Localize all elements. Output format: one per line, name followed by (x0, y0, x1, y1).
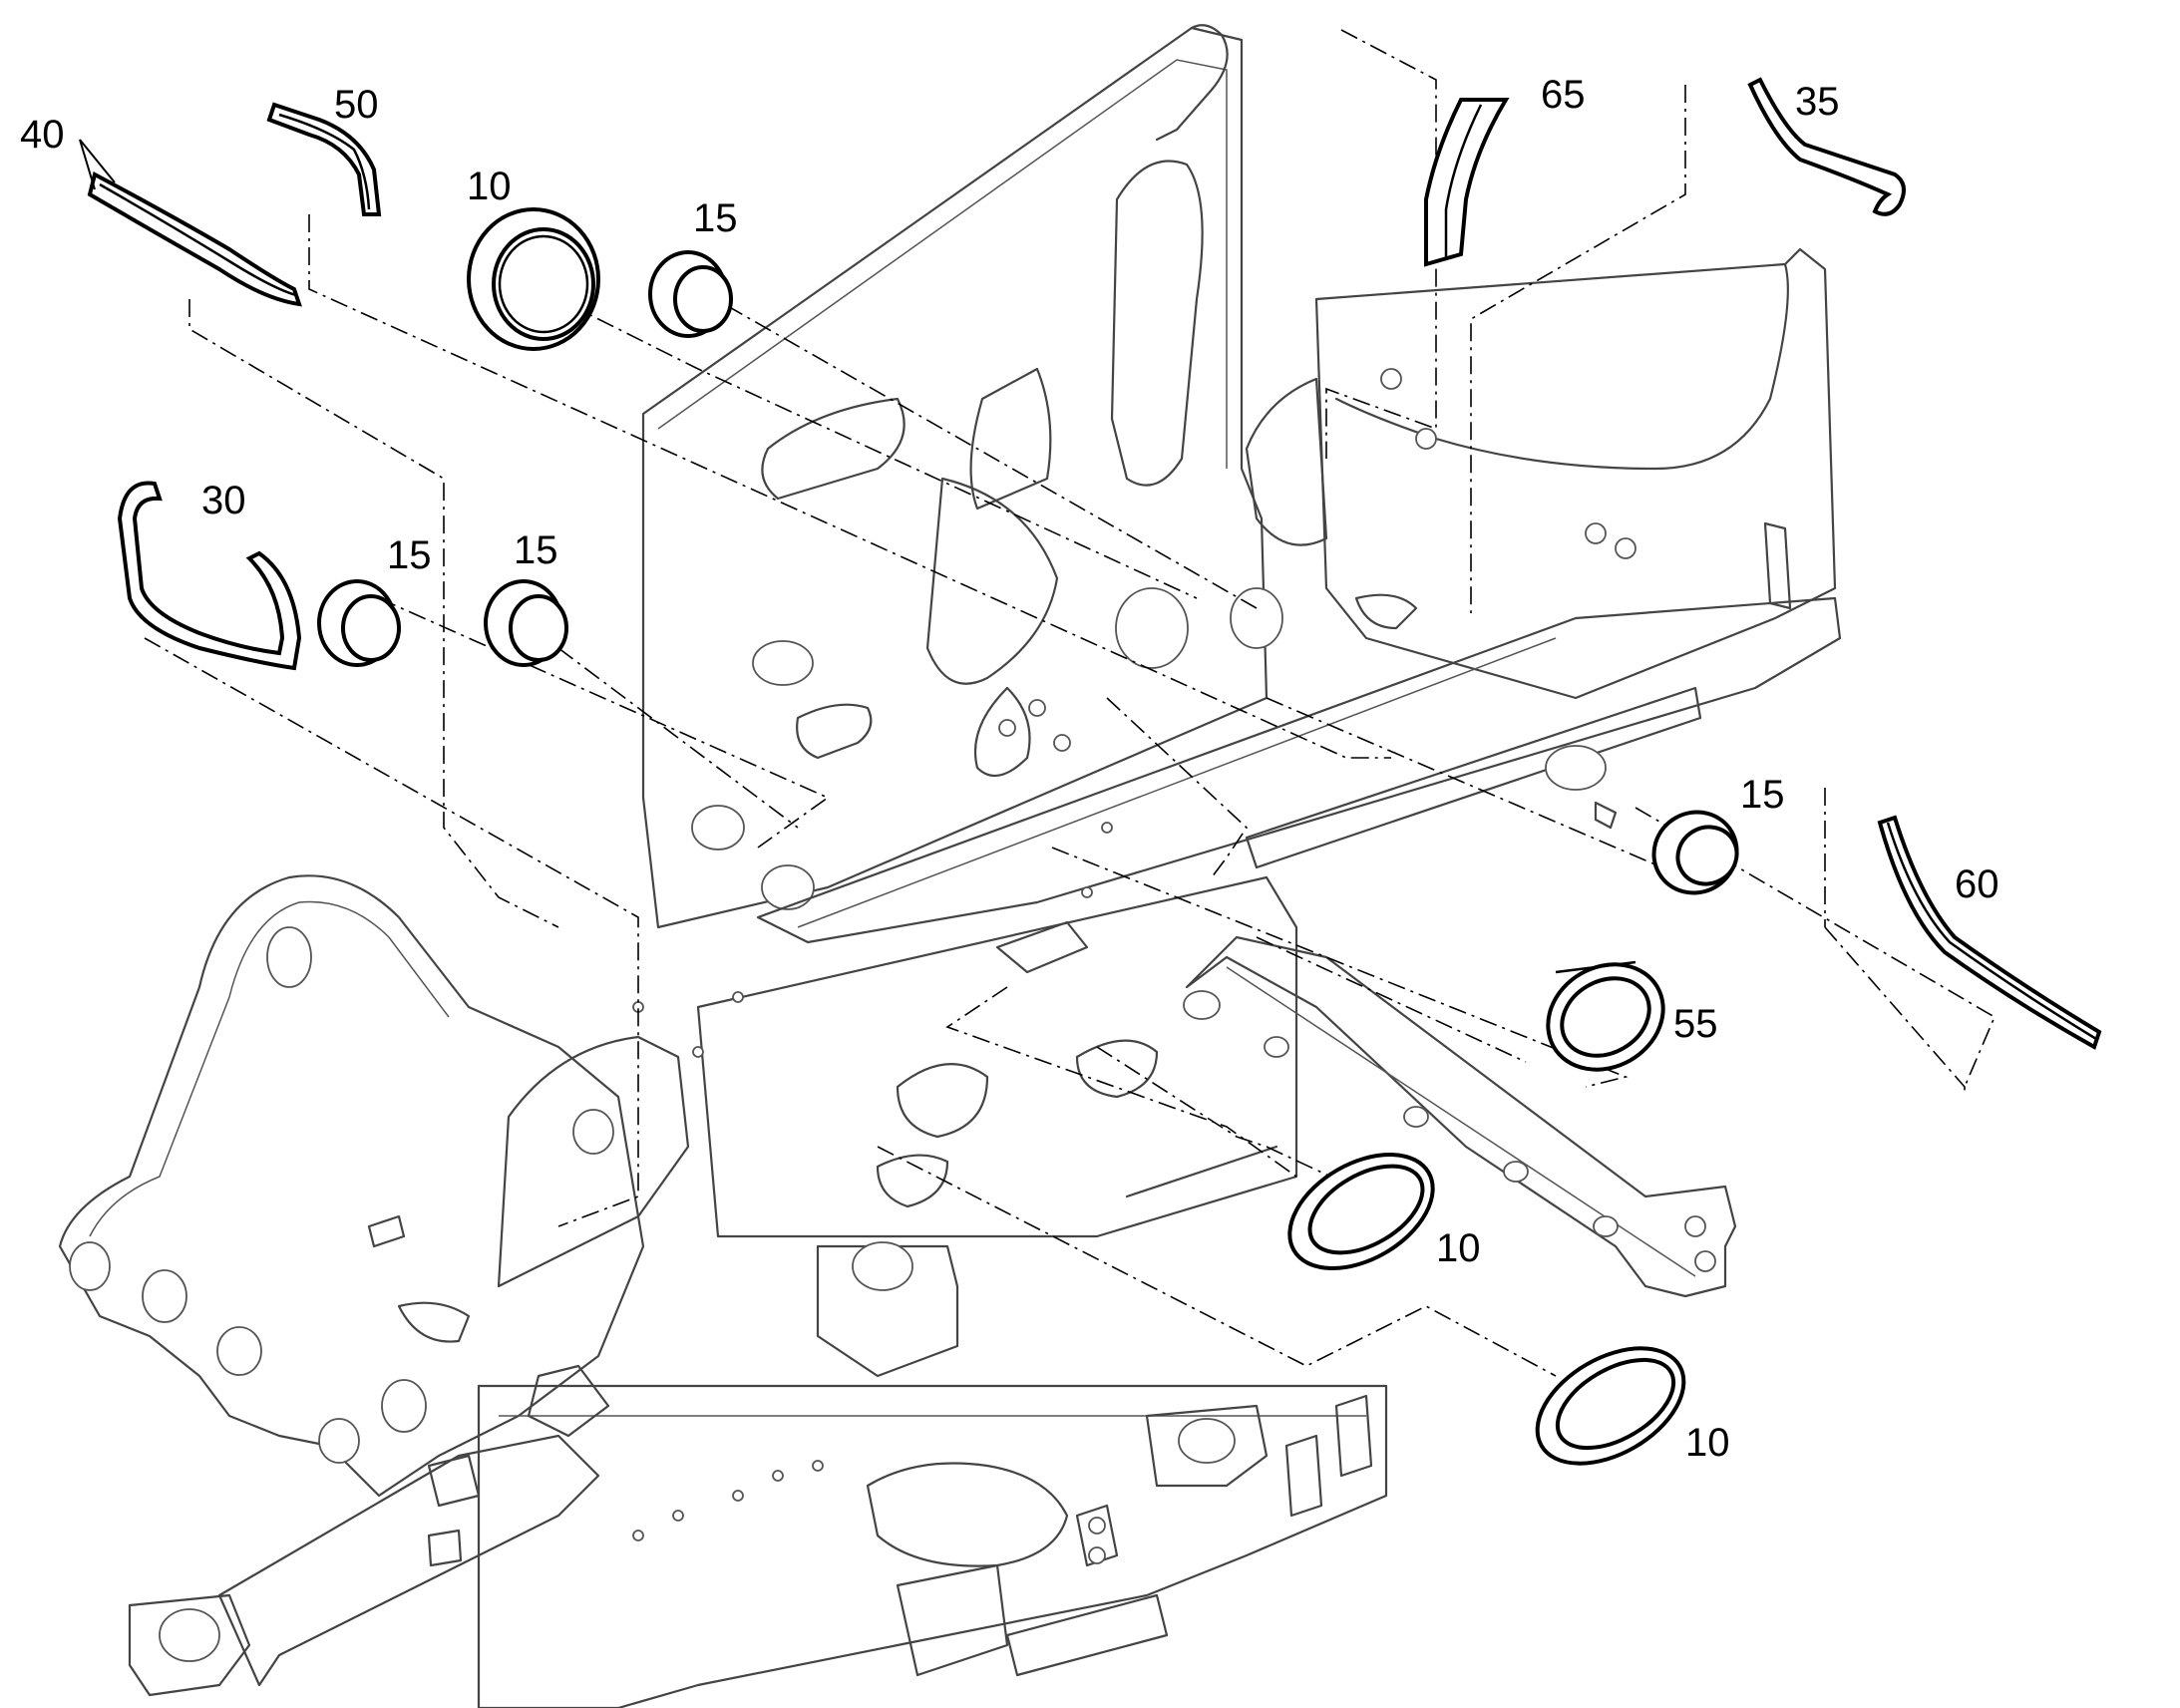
part-50-strip (266, 102, 382, 216)
part-30-strap (117, 481, 302, 671)
part-40-strip (87, 171, 302, 307)
part-10-ring-top (467, 207, 600, 351)
callout-10-mid: 10 (1436, 1226, 1481, 1270)
part-60-channel (1877, 815, 2102, 1050)
callout-15-left: 15 (387, 533, 432, 577)
part-35-strip (1747, 77, 1906, 216)
callout-30: 30 (201, 479, 246, 522)
chassis-frame (58, 24, 1842, 1708)
callout-15-top: 15 (693, 196, 738, 240)
callout-55: 55 (1673, 1002, 1718, 1046)
callout-15-mid: 15 (514, 528, 558, 572)
callout-40-arrow-2 (79, 139, 96, 190)
callout-10-bottom: 10 (1685, 1421, 1730, 1465)
part-65-strip (1424, 98, 1510, 267)
callout-35: 35 (1795, 80, 1840, 124)
part-10-ring-mid (1287, 1153, 1435, 1270)
callout-65: 65 (1541, 73, 1586, 117)
part-55-ring (1546, 960, 1665, 1072)
part-10-ring-bottom (1535, 1346, 1686, 1466)
callout-40-arrow (79, 139, 116, 183)
part-15-ring-right (1651, 810, 1739, 895)
callout-60: 60 (1955, 862, 1999, 906)
leader-lines (144, 29, 1997, 1377)
callout-15-right: 15 (1740, 773, 1785, 817)
callout-40: 40 (20, 113, 65, 157)
part-15-ring-mid (484, 579, 568, 667)
part-15-ring-top (648, 250, 733, 338)
callout-50: 50 (334, 83, 379, 127)
part-15-ring-left (317, 579, 401, 667)
callout-labels: 40 50 10 15 65 35 30 15 15 15 60 55 10 1… (20, 73, 1999, 1465)
callout-10-top: 10 (467, 165, 512, 208)
